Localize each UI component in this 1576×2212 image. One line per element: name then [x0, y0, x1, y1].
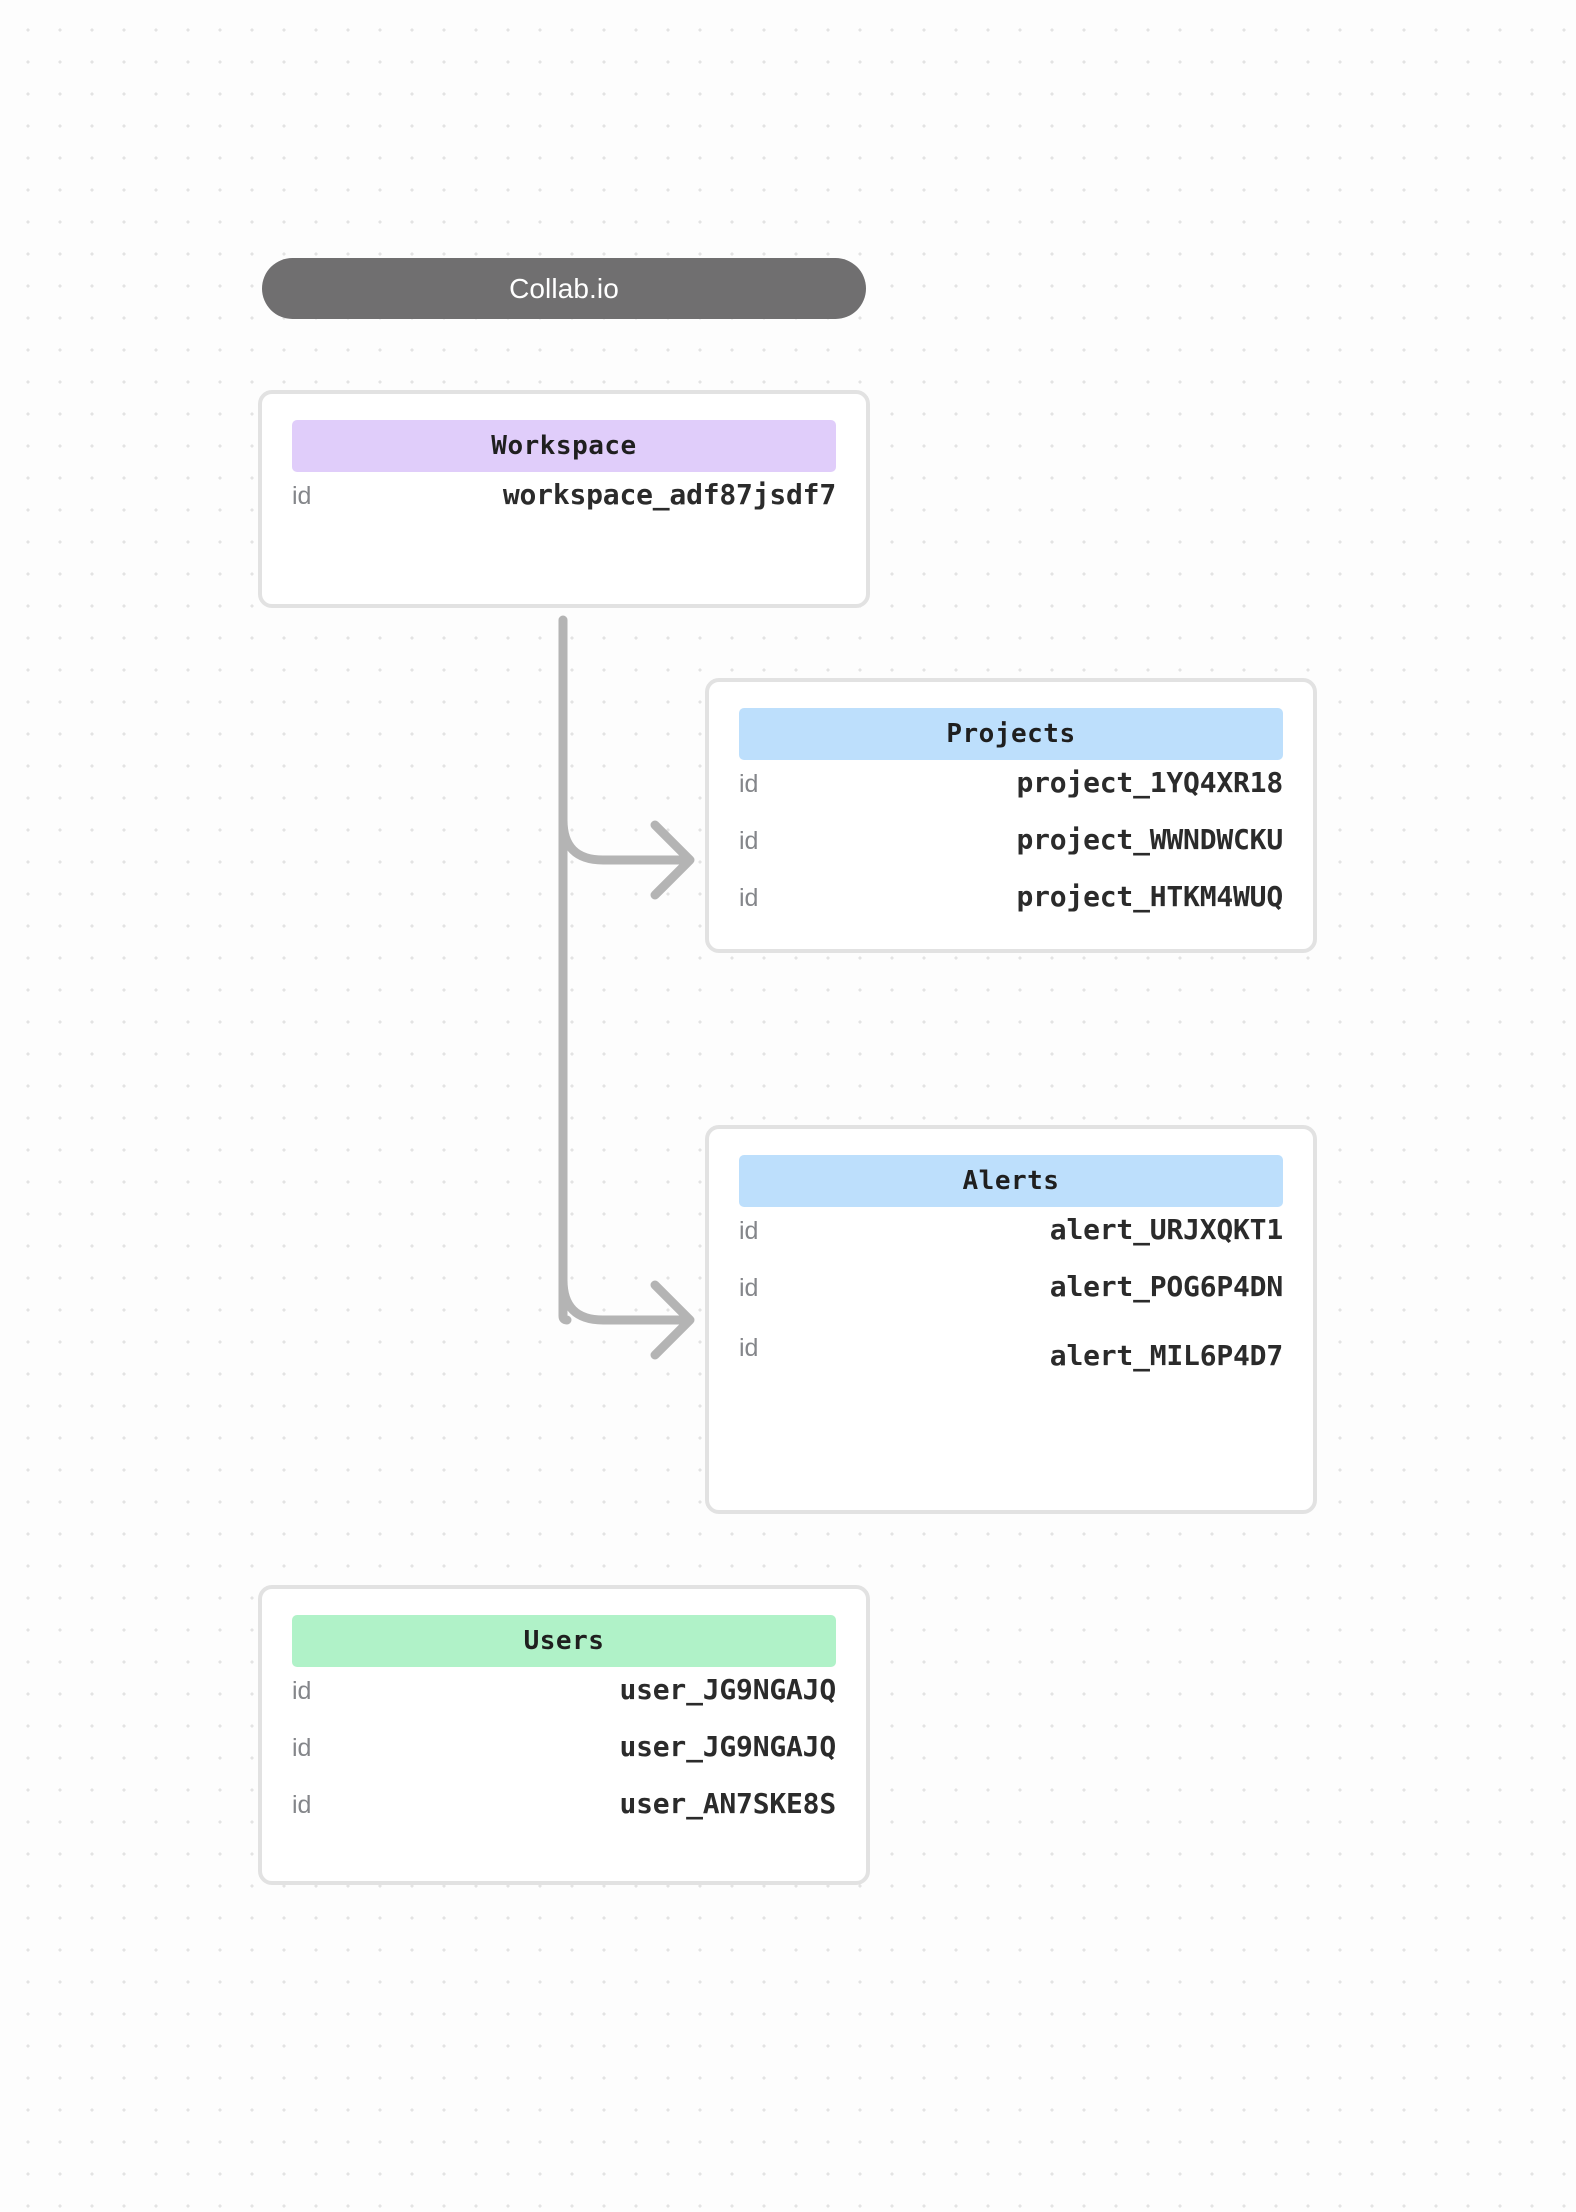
arrowhead-projects-icon — [650, 820, 695, 900]
root-service-label: Collab.io — [509, 272, 619, 304]
connector-workspace-projects — [558, 815, 693, 865]
row-key: id — [739, 1217, 759, 1245]
entity-row[interactable]: id project_1YQ4XR18 — [739, 766, 1283, 823]
entity-row[interactable]: id alert_POG6P4DN — [739, 1270, 1283, 1330]
connector-workspace-alerts — [558, 1275, 693, 1325]
entity-row[interactable]: id alert_MIL6P4D7 — [739, 1330, 1283, 1390]
entity-card-projects[interactable]: Projects id project_1YQ4XR18 id project_… — [705, 678, 1317, 953]
row-value: workspace_adf87jsdf7 — [502, 478, 836, 511]
row-value: project_WWNDWCKU — [1016, 823, 1283, 856]
entity-row[interactable]: id user_AN7SKE8S — [292, 1787, 836, 1844]
row-value: alert_MIL6P4D7 — [1049, 1339, 1283, 1372]
entity-card-users[interactable]: Users id user_JG9NGAJQ id user_JG9NGAJQ … — [258, 1585, 870, 1885]
row-value: user_JG9NGAJQ — [619, 1673, 836, 1706]
arrowhead-alerts-icon — [650, 1280, 695, 1360]
entity-title-projects: Projects — [739, 708, 1283, 760]
entity-title-users: Users — [292, 1615, 836, 1667]
row-value: user_AN7SKE8S — [619, 1787, 836, 1820]
row-key: id — [739, 1334, 759, 1362]
entity-rows-alerts: id alert_URJXQKT1 id alert_POG6P4DN id a… — [739, 1207, 1283, 1390]
row-key: id — [739, 827, 759, 855]
row-value: project_1YQ4XR18 — [1016, 766, 1283, 799]
row-key: id — [739, 1274, 759, 1302]
entity-row[interactable]: id project_HTKM4WUQ — [739, 880, 1283, 937]
row-key: id — [292, 1734, 312, 1762]
entity-row[interactable]: id user_JG9NGAJQ — [292, 1673, 836, 1730]
entity-row[interactable]: id alert_URJXQKT1 — [739, 1213, 1283, 1270]
entity-row[interactable]: id project_WWNDWCKU — [739, 823, 1283, 880]
row-value: project_HTKM4WUQ — [1016, 880, 1283, 913]
entity-rows-workspace: id workspace_adf87jsdf7 — [292, 472, 836, 535]
row-value: alert_URJXQKT1 — [1049, 1213, 1283, 1246]
entity-title-alerts: Alerts — [739, 1155, 1283, 1207]
root-service-pill[interactable]: Collab.io — [262, 258, 866, 319]
entity-rows-users: id user_JG9NGAJQ id user_JG9NGAJQ id use… — [292, 1667, 836, 1844]
entity-card-alerts[interactable]: Alerts id alert_URJXQKT1 id alert_POG6P4… — [705, 1125, 1317, 1514]
connector-trunk — [558, 615, 572, 1325]
row-value: alert_POG6P4DN — [1049, 1270, 1283, 1303]
row-value: user_JG9NGAJQ — [619, 1730, 836, 1763]
entity-row[interactable]: id user_JG9NGAJQ — [292, 1730, 836, 1787]
row-key: id — [292, 482, 312, 510]
entity-card-workspace[interactable]: Workspace id workspace_adf87jsdf7 — [258, 390, 870, 608]
row-key: id — [739, 770, 759, 798]
entity-row[interactable]: id workspace_adf87jsdf7 — [292, 478, 836, 535]
row-key: id — [292, 1791, 312, 1819]
row-key: id — [292, 1677, 312, 1705]
row-key: id — [739, 884, 759, 912]
entity-rows-projects: id project_1YQ4XR18 id project_WWNDWCKU … — [739, 760, 1283, 937]
entity-title-workspace: Workspace — [292, 420, 836, 472]
